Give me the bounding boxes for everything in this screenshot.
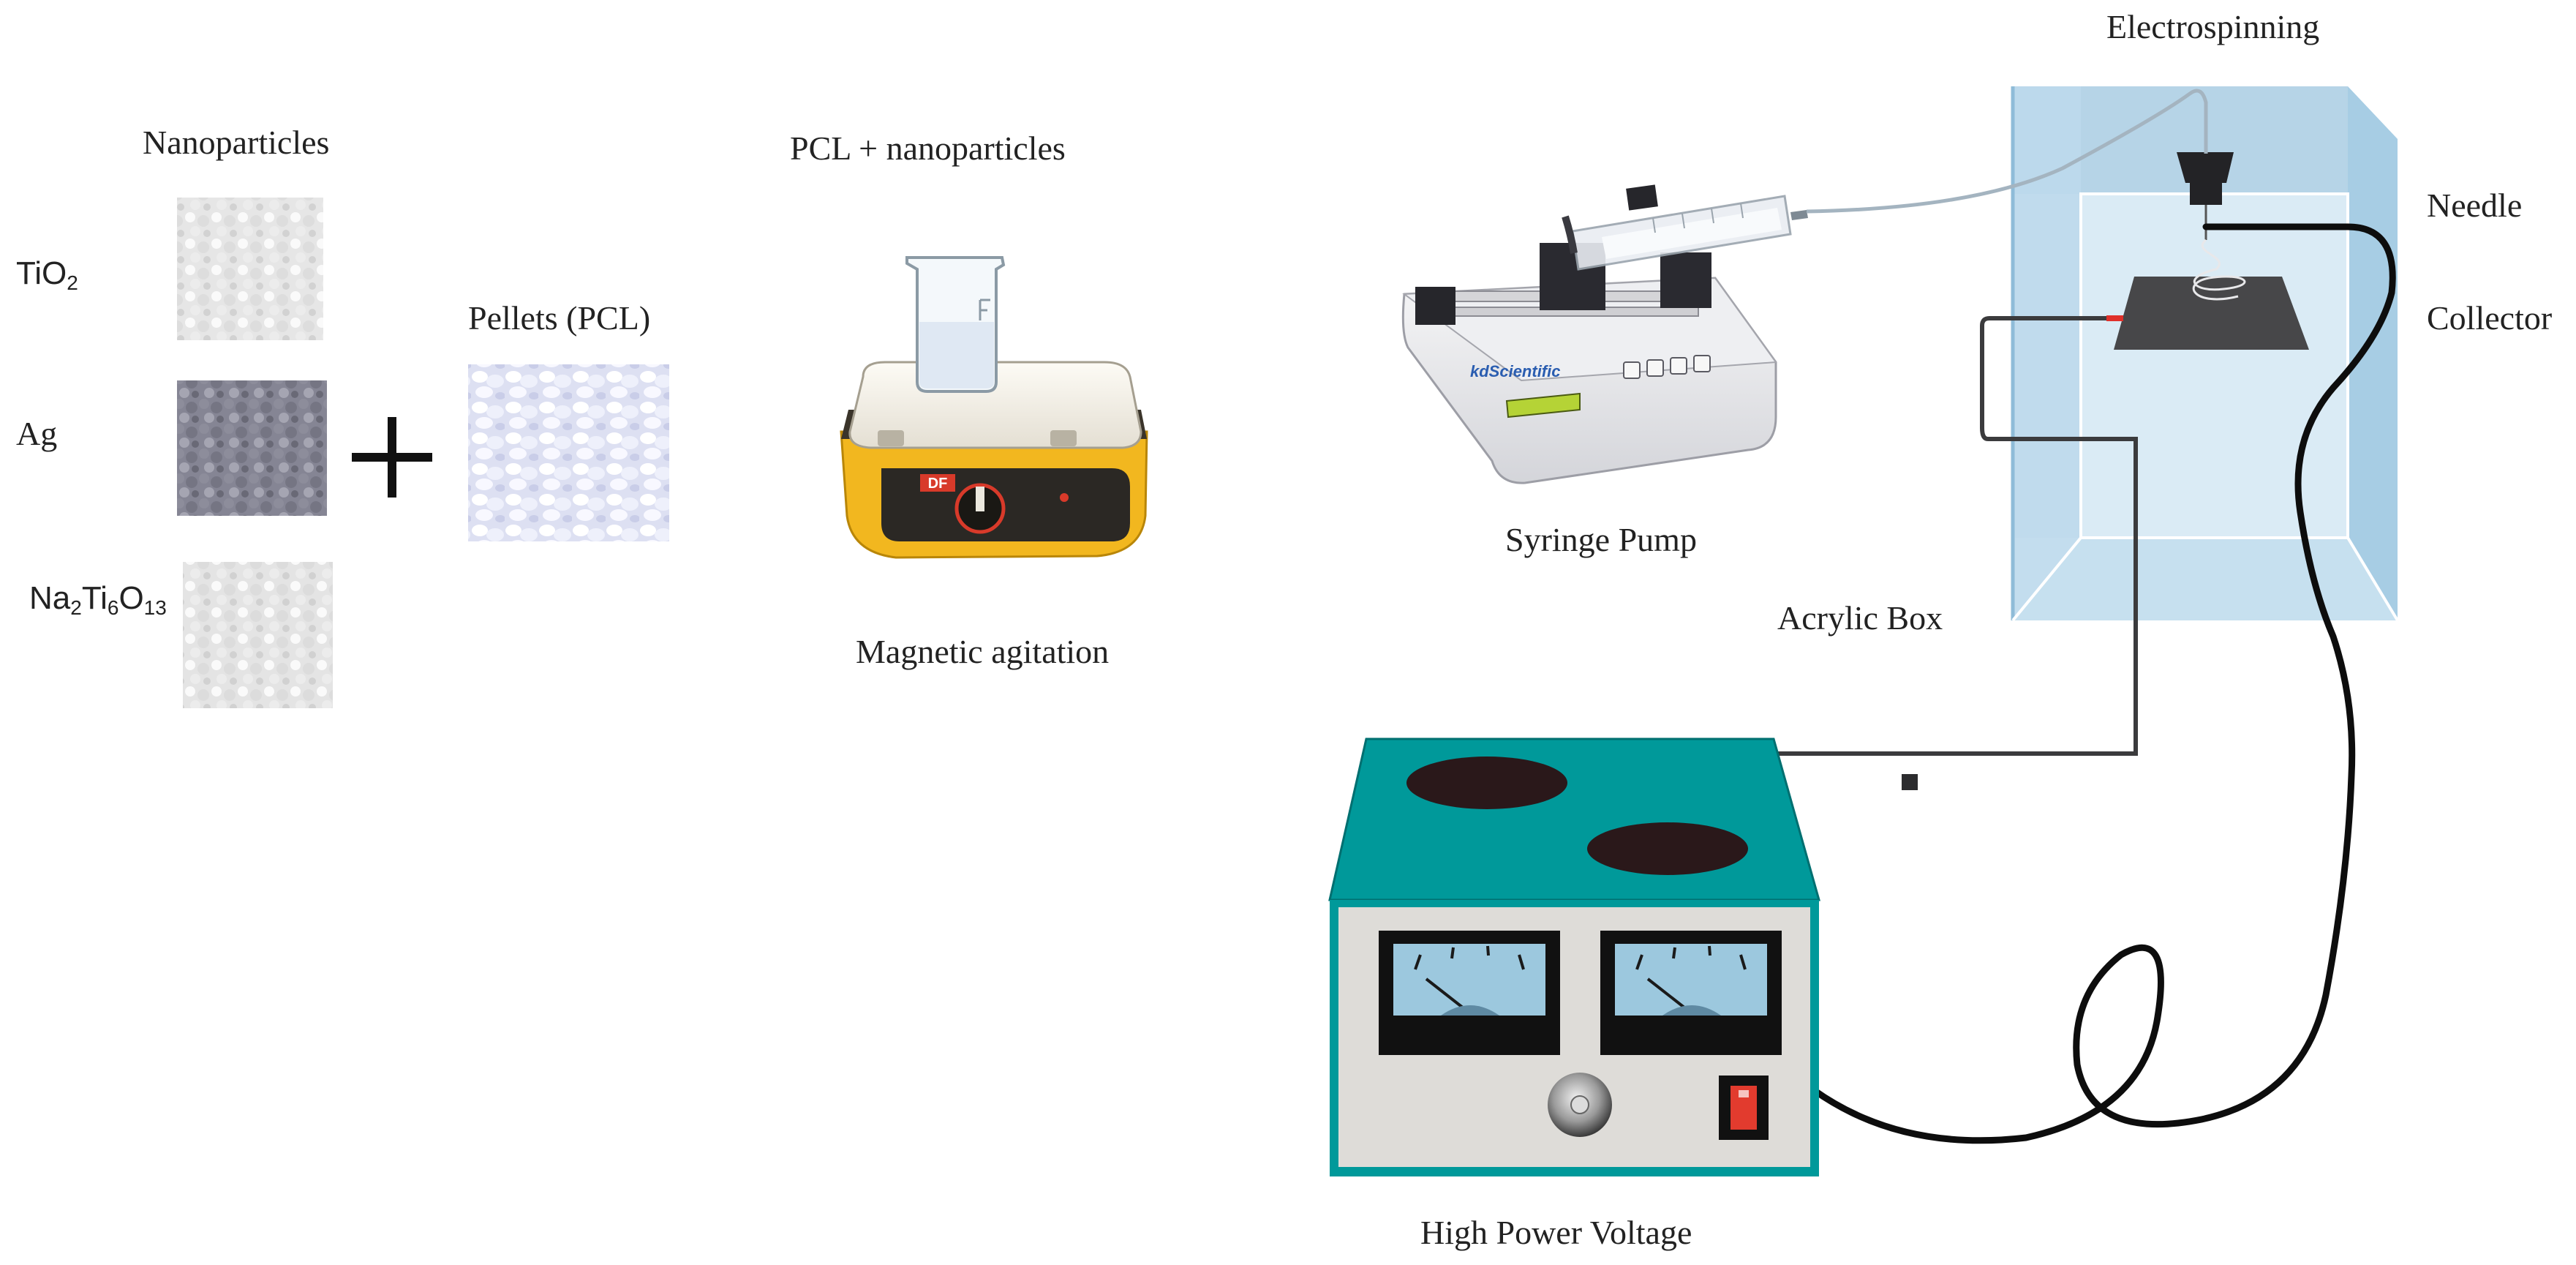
mixture-label: PCL + nanoparticles (790, 129, 1066, 167)
needle-label: Needle (2427, 187, 2523, 224)
magnetic-stirrer: DF (840, 361, 1148, 559)
acrylic-box-label: Acrylic Box (1777, 599, 1943, 637)
ag-powder-image (177, 380, 327, 516)
collector-wire (1774, 316, 2138, 756)
syringe-pump: kdScientific (1401, 184, 1808, 484)
tio2-label: TiO2 (16, 255, 78, 294)
ag-label: Ag (16, 415, 58, 452)
power-switch[interactable] (1719, 1076, 1769, 1140)
beaker (905, 256, 1006, 393)
right-meter (1600, 931, 1782, 1055)
needle-wire (1810, 223, 2396, 1144)
high-power-voltage-label: High Power Voltage (1420, 1214, 1692, 1251)
svg-text:DF: DF (928, 476, 948, 492)
na2ti6o13-label: Na2Ti6O13 (29, 580, 167, 619)
collector-plate (2114, 239, 2309, 350)
pcl-pellets-image (468, 364, 669, 541)
nanoparticles-heading: Nanoparticles (143, 124, 330, 161)
high-voltage-supply (1328, 737, 1820, 1176)
feed-tube (1806, 89, 2208, 214)
pellets-label: Pellets (PCL) (468, 299, 651, 337)
needle (2177, 152, 2234, 240)
magnetic-agitation-label: Magnetic agitation (856, 633, 1110, 670)
connector-dot (1902, 774, 1918, 790)
tio2-powder-image (177, 198, 323, 340)
na2ti6o13-powder-image (183, 562, 333, 708)
left-meter (1379, 931, 1560, 1055)
syringe-pump-label: Syringe Pump (1505, 521, 1697, 558)
electrospinning-label: Electrospinning (2106, 8, 2320, 45)
plus-sign (352, 417, 432, 498)
svg-text:kdScientific: kdScientific (1470, 362, 1560, 380)
collector-label: Collector (2427, 299, 2553, 337)
